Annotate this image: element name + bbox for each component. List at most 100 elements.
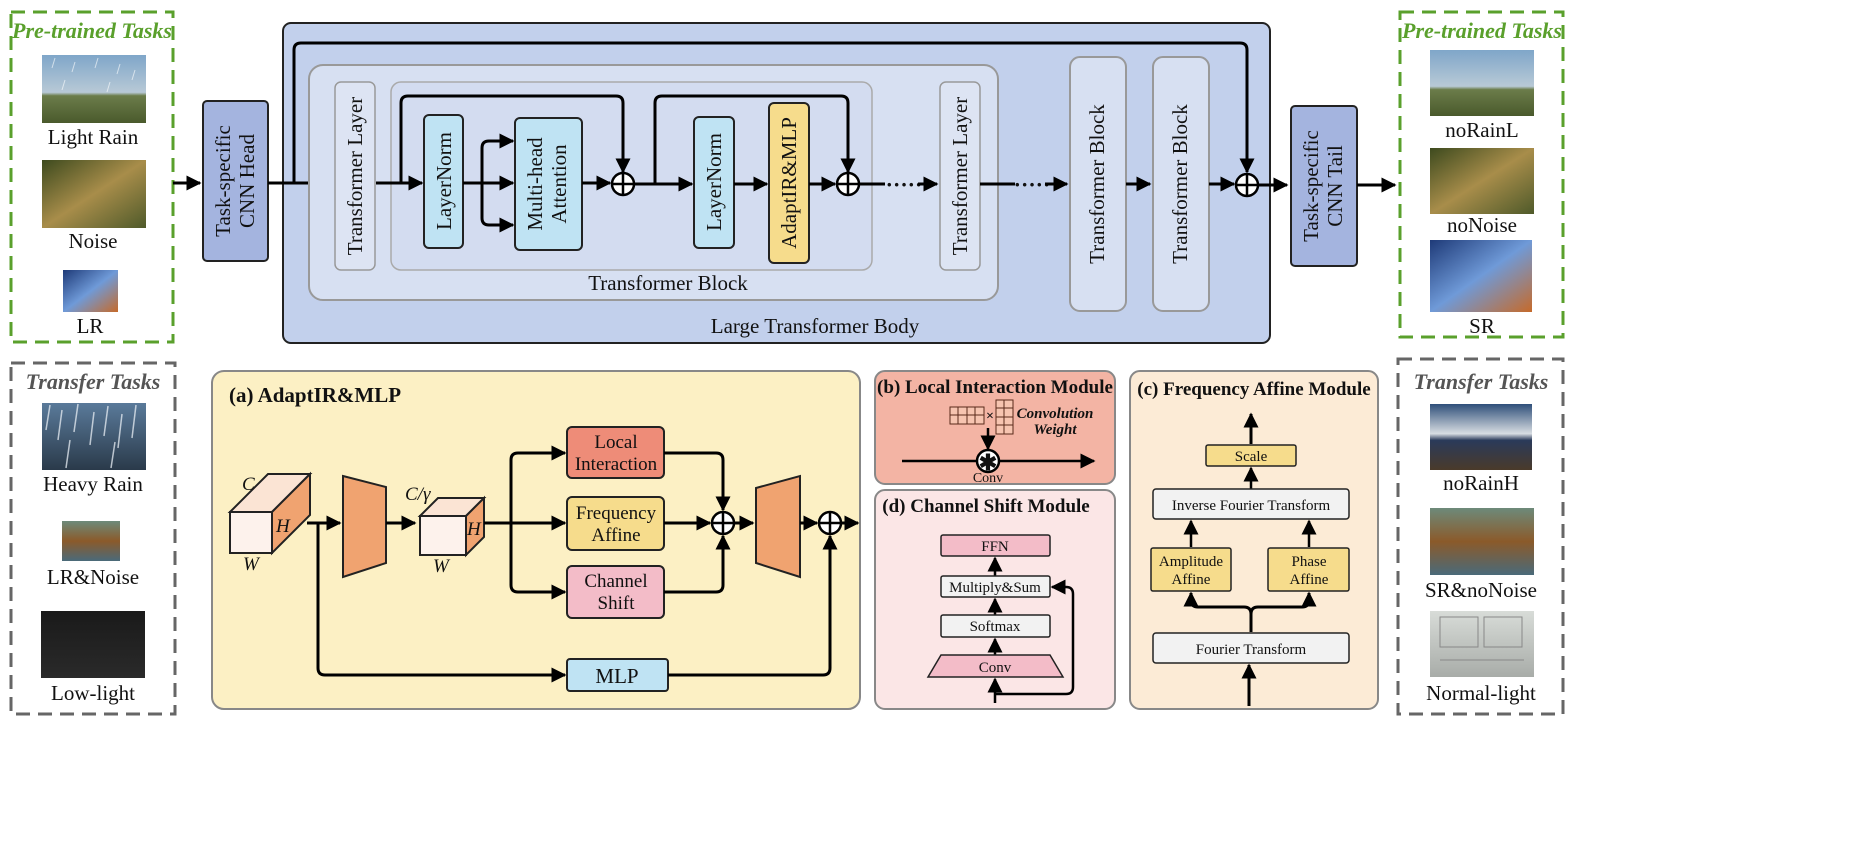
sr-nonoise-image bbox=[1430, 508, 1534, 575]
panel-c-title: (c) Frequency Affine Module bbox=[1137, 379, 1370, 400]
conv-weight-grid-vertical bbox=[995, 399, 1014, 435]
transformer-block-label: Transformer Block bbox=[588, 271, 748, 295]
heavy-rain-label: Heavy Rain bbox=[43, 472, 143, 496]
dim-c-label: C bbox=[242, 474, 255, 495]
transfer-left-frame bbox=[9, 361, 177, 716]
cnn-head-box bbox=[202, 100, 269, 262]
fourier-label: Fourier Transform bbox=[1196, 642, 1307, 658]
light-rain-label: Light Rain bbox=[48, 125, 139, 149]
adaptir-mlp-label: AdaptIR&MLP bbox=[777, 117, 801, 249]
ellipsis-1: ····· bbox=[886, 172, 923, 197]
panel-d-title: (d) Channel Shift Module bbox=[882, 496, 1089, 517]
phase-label-2: Affine bbox=[1290, 572, 1329, 588]
panel-d-conv-label: Conv bbox=[979, 660, 1012, 676]
heavy-rain-streaks bbox=[45, 403, 137, 469]
dim-h-small-label: H bbox=[466, 519, 482, 540]
panel-c bbox=[1129, 370, 1379, 710]
svg-text:✱: ✱ bbox=[979, 450, 997, 475]
panel-d-conv-box bbox=[926, 654, 1065, 678]
phase-affine-box bbox=[1267, 547, 1350, 592]
normal-light-image bbox=[1430, 611, 1534, 677]
body-label: Large Transformer Body bbox=[711, 314, 920, 338]
transformer-block-2-label: Transformer Block bbox=[1085, 104, 1109, 264]
transfer-right-title: Transfer Tasks bbox=[1414, 369, 1549, 394]
times-symbol: × bbox=[986, 409, 994, 424]
nonoise-label: noNoise bbox=[1447, 213, 1517, 237]
arrow-ln1-mha-bottom bbox=[480, 183, 515, 233]
norainl-image bbox=[1430, 50, 1534, 116]
panel-a-title: (a) AdaptIR&MLP bbox=[229, 383, 401, 407]
feature-cube-small bbox=[417, 495, 487, 558]
phase-label-1: Phase bbox=[1292, 554, 1327, 570]
skip-attention bbox=[399, 94, 631, 183]
transformer-block-3-label: Transformer Block bbox=[1168, 104, 1192, 264]
feature-cube-large bbox=[227, 471, 313, 556]
lr-noise-label: LR&Noise bbox=[47, 565, 139, 589]
conv-weight-grid-horizontal bbox=[949, 406, 985, 425]
multiply-sum-box bbox=[940, 575, 1051, 598]
arrow-to-local bbox=[509, 445, 567, 523]
ffn-box bbox=[940, 534, 1051, 557]
add-node-3 bbox=[1234, 172, 1260, 198]
add-node-1 bbox=[610, 171, 636, 197]
low-light-image bbox=[41, 611, 145, 678]
cnn-head-label-2: CNN Head bbox=[235, 134, 259, 228]
transformer-layer-left bbox=[334, 81, 376, 271]
conv-weight-label-1: Convolution bbox=[1017, 406, 1094, 422]
pretrained-left-title: Pre-trained Tasks bbox=[11, 18, 172, 43]
arrow-chan-add bbox=[664, 534, 731, 594]
norainh-image bbox=[1430, 404, 1532, 470]
transfer-right-frame bbox=[1396, 357, 1565, 716]
down-projection bbox=[342, 474, 387, 579]
cnn-head-label-1: Task-specific bbox=[211, 125, 235, 237]
conv-weight-label-2: Weight bbox=[1033, 422, 1077, 438]
arrow-ln1-mha-top bbox=[480, 133, 515, 183]
dim-w-small-label: W bbox=[433, 556, 451, 577]
norainl-label: noRainL bbox=[1445, 118, 1519, 142]
arrow-to-channel bbox=[509, 523, 567, 600]
chan-label-2: Shift bbox=[598, 593, 636, 614]
skip-mlp bbox=[653, 94, 856, 184]
arrow-local-add bbox=[664, 451, 731, 512]
mha-label-1: Multi-head bbox=[523, 137, 547, 231]
amplitude-label-2: Affine bbox=[1172, 572, 1211, 588]
inverse-fourier-label: Inverse Fourier Transform bbox=[1172, 498, 1331, 514]
local-label-1: Local bbox=[594, 432, 637, 453]
ffn-label: FFN bbox=[981, 539, 1009, 555]
dim-c-gamma-label: C/γ bbox=[405, 484, 431, 505]
panel-b-title: (b) Local Interaction Module bbox=[877, 377, 1113, 398]
transfer-left-title: Transfer Tasks bbox=[26, 369, 161, 394]
freq-label-2: Affine bbox=[591, 525, 640, 546]
conv-operator-icon: ✱ bbox=[975, 448, 1001, 475]
dim-h-label: H bbox=[275, 516, 291, 537]
scale-label: Scale bbox=[1235, 449, 1268, 465]
sr-label: SR bbox=[1469, 314, 1495, 338]
light-rain-image bbox=[42, 55, 146, 123]
ellipsis-2: ····· bbox=[1014, 172, 1051, 197]
sr-nonoise-label: SR&noNoise bbox=[1425, 578, 1537, 602]
panel-b-conv-label: Conv bbox=[973, 471, 1003, 486]
add-node-2 bbox=[835, 171, 861, 197]
inverse-fourier-box bbox=[1152, 488, 1350, 520]
amplitude-label-1: Amplitude bbox=[1159, 554, 1224, 570]
pretrained-left-frame bbox=[9, 10, 175, 344]
rain-streaks bbox=[51, 57, 136, 93]
add-node-a1 bbox=[710, 510, 736, 536]
arrow-skip-mul bbox=[995, 579, 1075, 696]
lr-noise-image bbox=[62, 521, 120, 561]
arrow-mlp-add bbox=[668, 534, 838, 677]
noise-label: Noise bbox=[69, 229, 118, 253]
local-label-2: Interaction bbox=[575, 454, 658, 475]
layernorm-2-label: LayerNorm bbox=[702, 133, 726, 231]
softmax-box bbox=[940, 614, 1051, 638]
softmax-label: Softmax bbox=[970, 619, 1021, 635]
chan-label-1: Channel bbox=[584, 571, 647, 592]
norainh-label: noRainH bbox=[1443, 471, 1519, 495]
freq-label-1: Frequency bbox=[576, 503, 657, 524]
noise-image bbox=[42, 160, 146, 228]
transformer-layer-left-label: Transformer Layer bbox=[343, 97, 367, 255]
mlp-label: MLP bbox=[595, 664, 638, 688]
add-node-a2 bbox=[817, 510, 843, 536]
transformer-layer-right-label: Transformer Layer bbox=[948, 97, 972, 255]
cnn-tail-label-1: Task-specific bbox=[1299, 130, 1323, 242]
